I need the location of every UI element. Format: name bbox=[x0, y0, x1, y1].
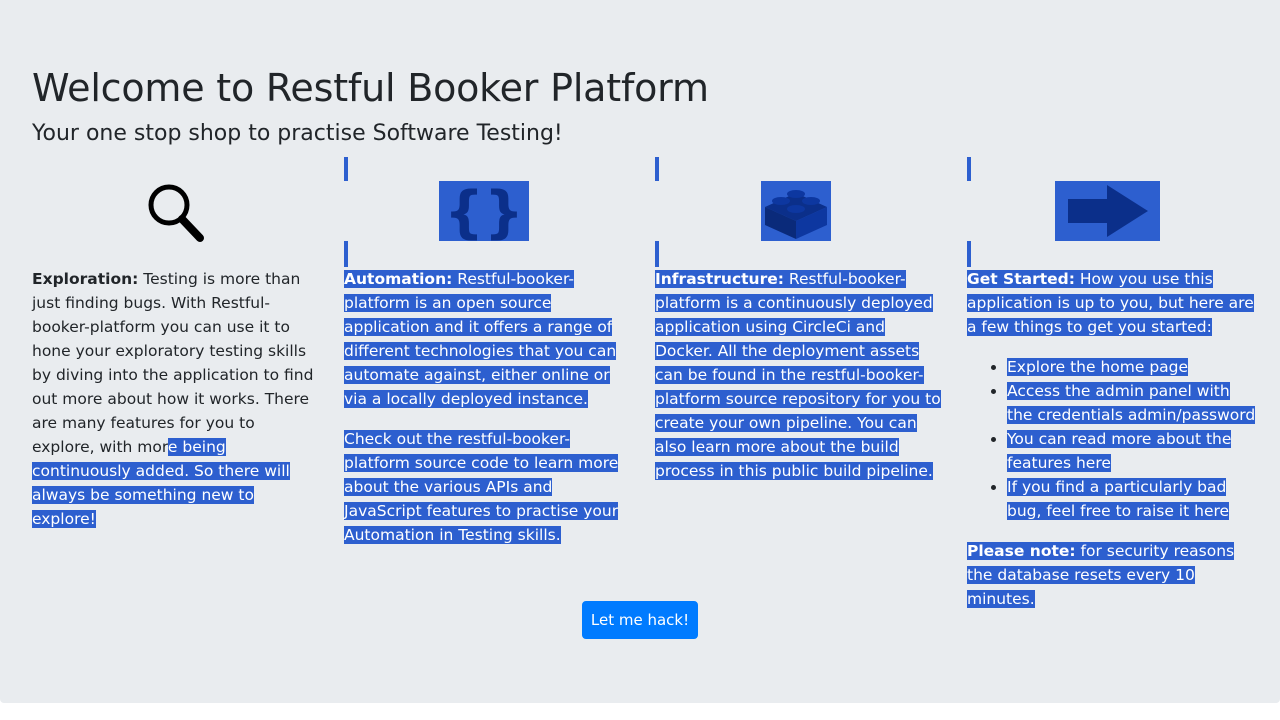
jumbotron: Welcome to Restful Booker Platform Your … bbox=[0, 0, 1280, 703]
list-item-label[interactable]: Access the admin panel with the credenti… bbox=[1007, 382, 1256, 424]
get-started-text: Get Started: How you use this applicatio… bbox=[967, 267, 1257, 627]
lego-brick-icon bbox=[761, 181, 831, 241]
selection-marker bbox=[655, 241, 659, 267]
infrastructure-heading: Infrastructure: bbox=[655, 270, 784, 288]
list-item-label[interactable]: Explore the home page bbox=[1007, 358, 1189, 376]
get-started-intro: How you use this application is up to yo… bbox=[967, 270, 1254, 336]
selection-marker bbox=[967, 241, 971, 267]
get-started-list: Explore the home page Access the admin p… bbox=[1007, 355, 1257, 523]
list-item: You can read more about the features her… bbox=[1007, 427, 1257, 475]
automation-body: Restful-booker-platform is an open sourc… bbox=[344, 270, 617, 408]
let-me-hack-button[interactable]: Let me hack! bbox=[582, 601, 698, 639]
selection-marker bbox=[655, 157, 659, 181]
automation-body-2: Check out the restful-booker-platform so… bbox=[344, 430, 619, 544]
page-title: Welcome to Restful Booker Platform bbox=[32, 66, 709, 110]
automation-text: Automation: Restful-booker-platform is a… bbox=[344, 267, 634, 563]
page-subtitle: Your one stop shop to practise Software … bbox=[32, 121, 563, 146]
right-arrow-icon bbox=[1055, 181, 1160, 241]
note-heading: Please note: bbox=[967, 542, 1076, 560]
list-item: Explore the home page bbox=[1007, 355, 1257, 379]
note-body: for security reasons the database resets… bbox=[967, 542, 1235, 608]
selection-marker bbox=[967, 157, 971, 181]
magnifying-glass-icon bbox=[142, 181, 206, 242]
selection-marker bbox=[344, 241, 348, 267]
exploration-text: Exploration: Testing is more than just f… bbox=[32, 267, 322, 547]
list-item-label[interactable]: You can read more about the features her… bbox=[1007, 430, 1232, 472]
automation-heading: Automation: bbox=[344, 270, 453, 288]
svg-text:{{}}: {{}} bbox=[439, 181, 529, 241]
exploration-body: Testing is more than just finding bugs. … bbox=[32, 270, 314, 456]
curly-braces-icon: {{}} bbox=[439, 181, 529, 241]
list-item: Access the admin panel with the credenti… bbox=[1007, 379, 1257, 427]
infrastructure-text: Infrastructure: Restful-booker-platform … bbox=[655, 267, 945, 499]
infrastructure-body: Restful-booker-platform is a continuousl… bbox=[655, 270, 941, 480]
get-started-heading: Get Started: bbox=[967, 270, 1075, 288]
selection-marker bbox=[344, 157, 348, 181]
exploration-heading: Exploration: bbox=[32, 270, 139, 288]
list-item: If you find a particularly bad bug, feel… bbox=[1007, 475, 1257, 523]
list-item-label[interactable]: If you find a particularly bad bug, feel… bbox=[1007, 478, 1230, 520]
